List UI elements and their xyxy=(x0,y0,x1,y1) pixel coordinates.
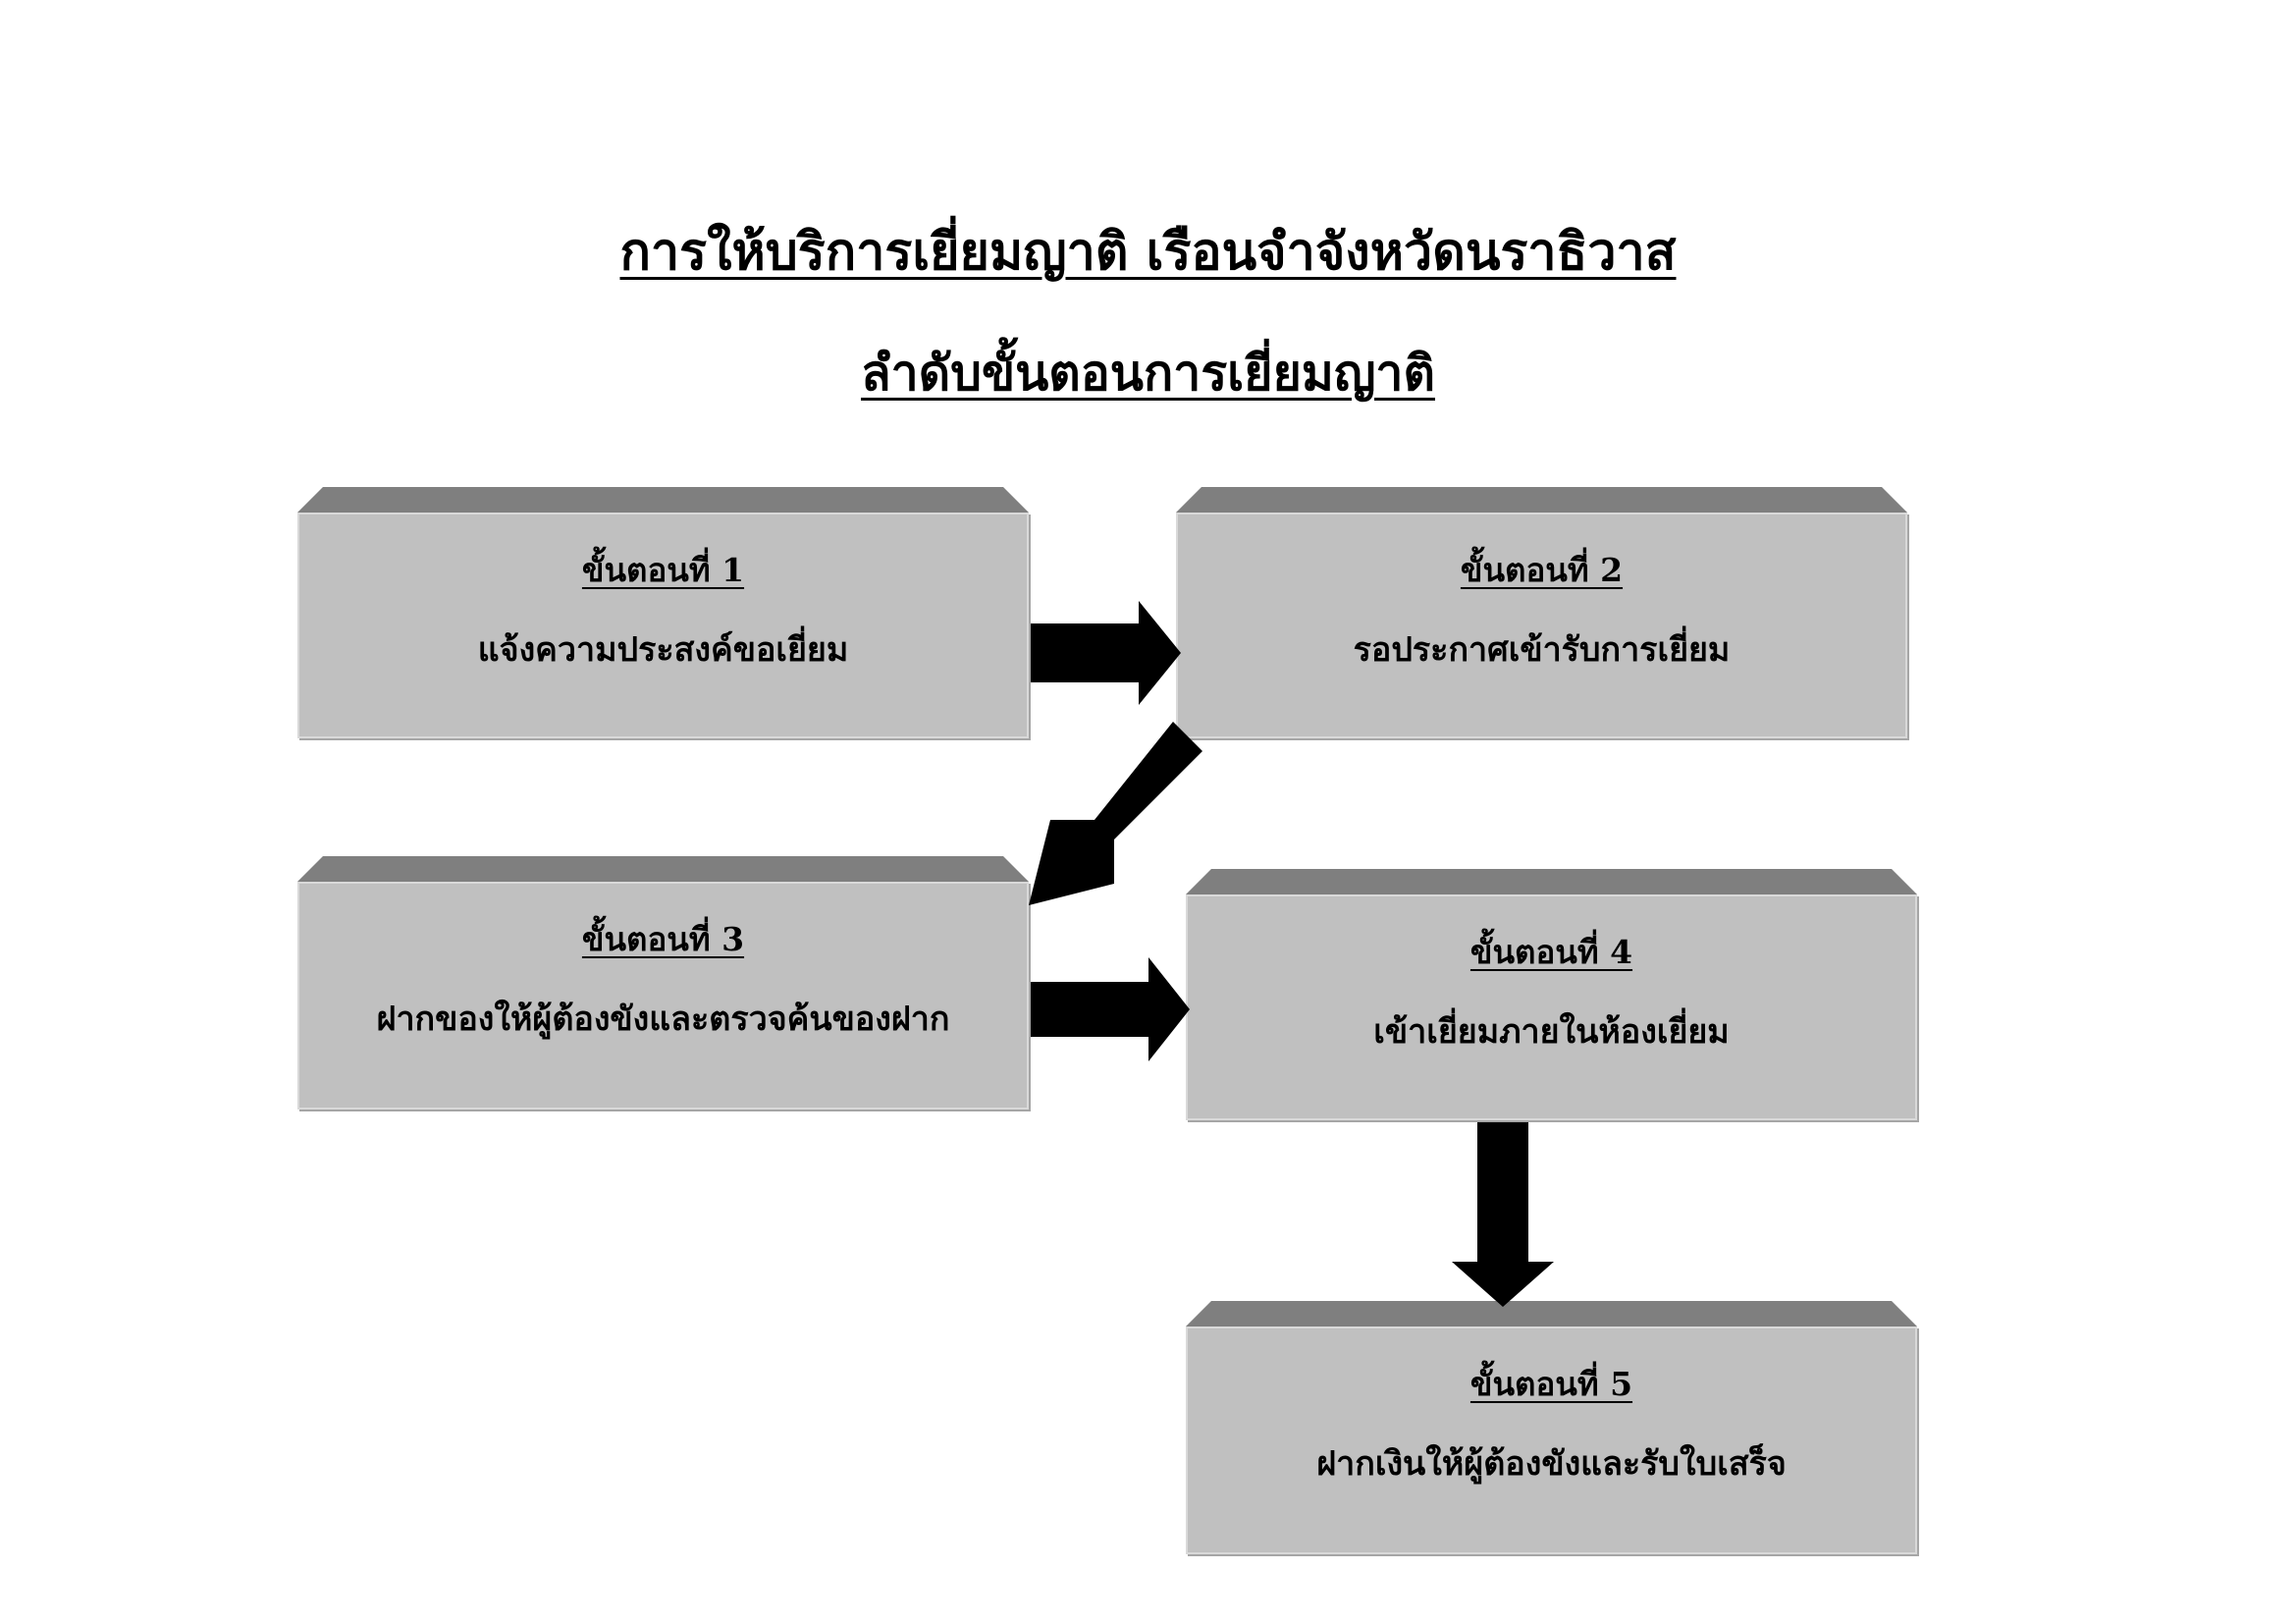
arrow-down-icon xyxy=(1452,1122,1554,1307)
arrow-right-icon xyxy=(1031,601,1181,705)
step-label: ขั้นตอนที่ 2 xyxy=(1460,551,1624,589)
box-face xyxy=(1186,894,1917,1120)
box-top-bevel xyxy=(1186,869,1917,894)
box-top-bevel xyxy=(1176,487,1907,513)
step-description: ฝากของให้ผู้ต้องขังและตรวจค้นของฝาก xyxy=(376,1000,950,1039)
step-box-1: ขั้นตอนที่ 1 แจ้งความประสงค์ขอเยี่ยม xyxy=(297,487,1029,738)
box-face xyxy=(297,513,1029,738)
step-label: ขั้นตอนที่ 4 xyxy=(1469,933,1633,971)
step-box-4: ขั้นตอนที่ 4 เข้าเยี่ยมภายในห้องเยี่ยม xyxy=(1186,869,1917,1120)
step-label: ขั้นตอนที่ 3 xyxy=(581,920,745,958)
step-label: ขั้นตอนที่ 5 xyxy=(1469,1365,1633,1403)
step-box-3: ขั้นตอนที่ 3 ฝากของให้ผู้ต้องขังและตรวจค… xyxy=(297,856,1029,1110)
step-label: ขั้นตอนที่ 1 xyxy=(581,551,745,589)
step-description: เข้าเยี่ยมภายในห้องเยี่ยม xyxy=(1373,1012,1730,1052)
step-description: รอประกาศเข้ารับการเยี่ยม xyxy=(1353,630,1731,670)
page-title: การให้บริการเยี่ยมญาติ เรือนจำจังหวัดนรา… xyxy=(619,222,1677,282)
step-box-5: ขั้นตอนที่ 5 ฝากเงินให้ผู้ต้องขังและรับใ… xyxy=(1186,1301,1917,1554)
box-face xyxy=(1176,513,1907,738)
step-description: ฝากเงินให้ผู้ต้องขังและรับใบเสร็จ xyxy=(1316,1444,1787,1484)
box-top-bevel xyxy=(1186,1301,1917,1326)
box-face xyxy=(1186,1326,1917,1554)
box-top-bevel xyxy=(297,487,1029,513)
step-description: แจ้งความประสงค์ขอเยี่ยม xyxy=(477,630,849,670)
arrow-down-left-icon xyxy=(1029,722,1202,905)
box-top-bevel xyxy=(297,856,1029,882)
box-face xyxy=(297,882,1029,1110)
step-box-2: ขั้นตอนที่ 2 รอประกาศเข้ารับการเยี่ยม xyxy=(1176,487,1907,738)
arrow-right-icon xyxy=(1031,957,1190,1061)
page-subtitle: ลำดับขั้นตอนการเยี่ยมญาติ xyxy=(861,344,1435,402)
